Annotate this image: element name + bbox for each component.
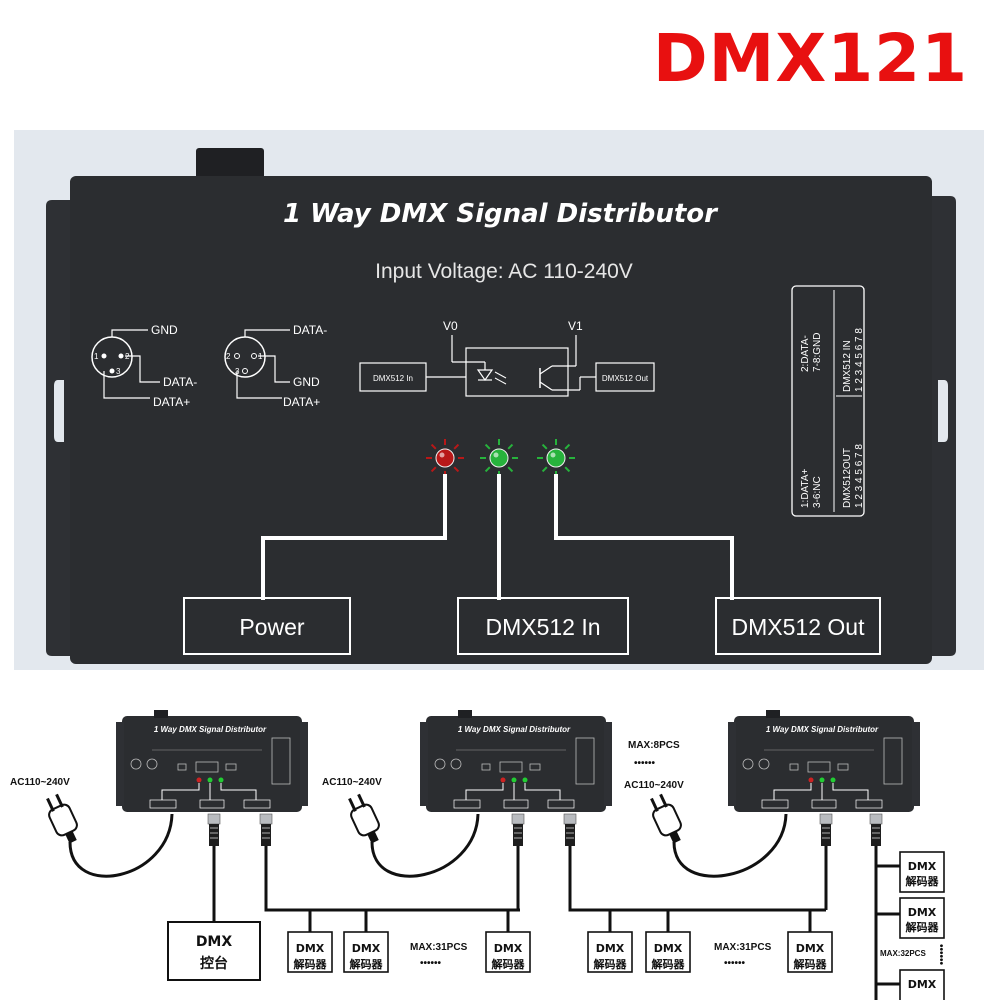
mini-distributor-2: 1 Way DMX Signal Distributor (419, 709, 613, 813)
indicator-label-dmx-in: DMX512 In (485, 614, 600, 640)
pin-data-minus-left: DATA- (163, 375, 197, 389)
rj45-bottom-port: DMX512OUT1 2 3 4 5 6 7 8 (842, 444, 865, 508)
dmx-bus-lines (212, 846, 900, 1000)
dmx-in-label-box (457, 597, 629, 655)
ac-label-1: AC110~240V (10, 777, 70, 788)
mini-device-title-1: 1 Way DMX Signal Distributor (154, 725, 267, 734)
svg-text:DMX: DMX (908, 906, 937, 919)
indicator-label-power: Power (239, 614, 305, 640)
ac-label-3: AC110~240V (624, 780, 684, 791)
schematic-in-box: DMX512 In (373, 374, 413, 383)
power-led (426, 439, 464, 477)
svg-text:解码器: 解码器 (906, 920, 940, 934)
decoder-group-1: DMX 解码器 DMX 解码器 MAX:31PCS •••••• DMX 解码器 (287, 931, 531, 973)
mini-device-title-2: 1 Way DMX Signal Distributor (458, 725, 571, 734)
left-mounting-flange (46, 200, 70, 656)
ac-label-2: AC110~240V (322, 777, 382, 788)
input-voltage-label: Input Voltage: AC 110-240V (375, 260, 633, 283)
product-title: DMX121 (652, 20, 968, 97)
svg-text:DMX: DMX (908, 860, 937, 873)
max-31pcs-label-a: MAX:31PCS (410, 942, 468, 953)
mini-distributor-1: 1 Way DMX Signal Distributor (115, 709, 309, 813)
pin-data-plus-right: DATA+ (283, 395, 320, 409)
schematic-out-box: DMX512 Out (602, 374, 649, 383)
svg-text:DMX: DMX (352, 942, 381, 955)
svg-text:DMX: DMX (796, 942, 825, 955)
indicator-label-dmx-out: DMX512 Out (732, 614, 866, 640)
rj45-bottom-pins: 1:DATA+3-6:NC (800, 468, 823, 508)
svg-text:DMX: DMX (596, 942, 625, 955)
schematic-v1: V1 (568, 319, 583, 333)
svg-text:DMX: DMX (908, 978, 937, 991)
svg-text:••••••: •••••• (420, 958, 442, 969)
dmx-out-label-box (715, 597, 881, 655)
status-leds (426, 439, 575, 477)
decoder-group-2: DMX 解码器 DMX 解码器 MAX:31PCS •••••• DMX 解码器 (587, 931, 833, 973)
svg-text:••••••: •••••• (935, 944, 946, 966)
dmx-controller: DMX 控台 (167, 921, 261, 981)
max-31pcs-label-b: MAX:31PCS (714, 942, 772, 953)
svg-text:DMX: DMX (196, 934, 233, 950)
rj45-top-port: DMX512 IN1 2 3 4 5 6 7 8 (842, 328, 865, 392)
svg-text:DMX: DMX (654, 942, 683, 955)
power-label-box (183, 597, 351, 655)
svg-text:1: 1 (94, 352, 99, 361)
rj45-pinout-table: 2:DATA-7-8:GND DMX512 IN1 2 3 4 5 6 7 8 … (791, 285, 865, 517)
svg-text:解码器: 解码器 (794, 957, 828, 971)
xlr-input-diagram: 1 2 3 GND DATA- DATA+ (91, 323, 197, 409)
dots-top: •••••• (634, 758, 656, 769)
max-32pcs-label: MAX:32PCS (880, 949, 926, 958)
svg-text:DMX: DMX (494, 942, 523, 955)
pin-gnd-right: GND (293, 375, 320, 389)
schematic-v0: V0 (443, 319, 458, 333)
xlr-output-diagram: 2 1 3 DATA- GND DATA+ (224, 323, 327, 409)
decoder-group-3: DMX 解码器 DMX 解码器 MAX:32PCS •••••• DMX (880, 851, 946, 1000)
mini-device-title-3: 1 Way DMX Signal Distributor (766, 725, 879, 734)
pin-data-minus-right: DATA- (293, 323, 327, 337)
mini-distributor-3: 1 Way DMX Signal Distributor (727, 709, 921, 813)
svg-text:解码器: 解码器 (350, 957, 384, 971)
svg-text:控台: 控台 (200, 955, 228, 972)
svg-text:3: 3 (116, 367, 121, 376)
device-body (70, 176, 932, 664)
svg-text:解码器: 解码器 (594, 957, 628, 971)
svg-text:••••••: •••••• (724, 958, 746, 969)
device-panel-illustration: 1 Way DMX Signal Distributor Input Volta… (46, 148, 956, 664)
pin-gnd-left: GND (151, 323, 178, 337)
svg-text:解码器: 解码器 (294, 957, 328, 971)
svg-text:解码器: 解码器 (492, 957, 526, 971)
svg-text:2: 2 (226, 352, 231, 361)
rj45-top-pins: 2:DATA-7-8:GND (800, 333, 823, 372)
right-mounting-flange (930, 196, 956, 656)
max-8pcs-label: MAX:8PCS (628, 740, 680, 751)
pin-data-plus-left: DATA+ (153, 395, 190, 409)
svg-text:DMX: DMX (296, 942, 325, 955)
isolation-schematic: DMX512 In DMX512 Out V0 V1 (359, 319, 655, 397)
svg-text:解码器: 解码器 (906, 874, 940, 888)
top-connector (196, 148, 264, 182)
svg-text:解码器: 解码器 (652, 957, 686, 971)
device-heading: 1 Way DMX Signal Distributor (283, 199, 719, 229)
